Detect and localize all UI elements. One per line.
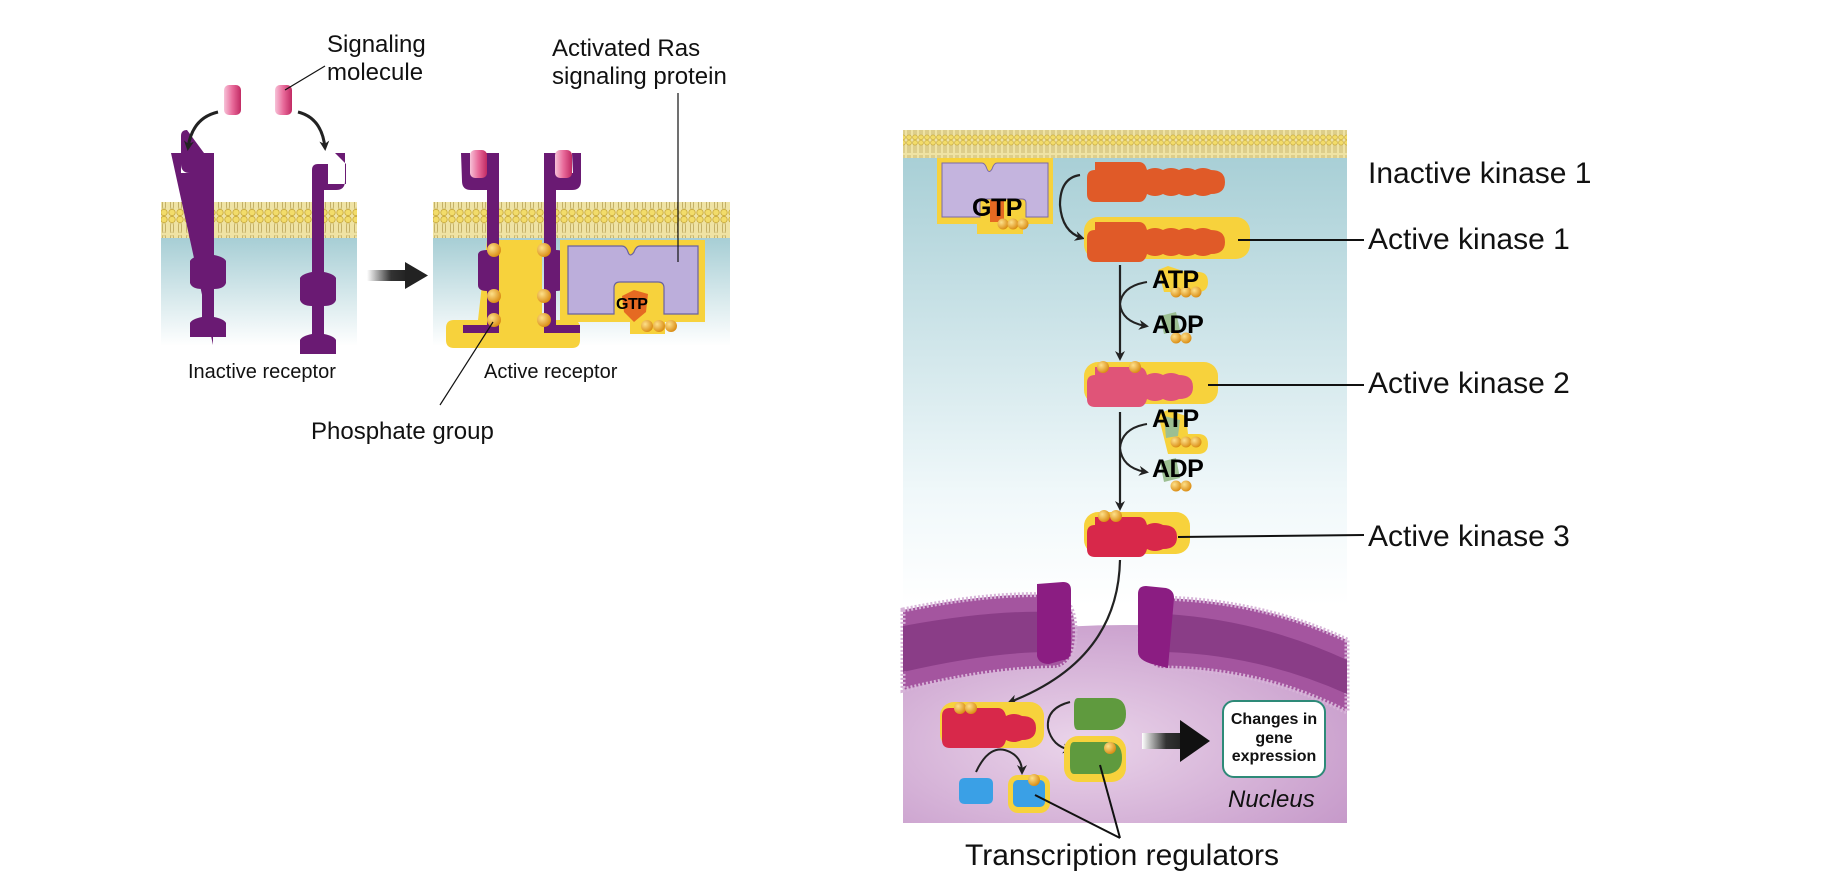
signaling-molecule-label-line: Signaling [327,31,426,58]
transcription-regulator-inactive [1074,698,1126,730]
binding-arrow [297,110,330,151]
gtp-label: GTP [972,194,1022,222]
import-arrow [1007,559,1122,705]
atp-conversion-arrow [1118,423,1149,476]
phosphate-group-label: Phosphate group [311,418,494,445]
adp-label: ADP [1152,311,1204,339]
binding-arrow [183,110,219,151]
kinase-cascade-panel [903,130,1365,606]
plasma-membrane [903,130,1347,158]
phosphate-leader [439,321,494,406]
signaling-molecule-leader [284,65,326,91]
ras-label-line: signaling protein [552,62,727,90]
atp-core [1164,416,1180,438]
phosphate [1028,774,1040,786]
phosphorylation-arrow [1046,701,1073,754]
receptor-monomer [300,153,346,354]
atp-label: ATP [1152,266,1199,294]
ras-protein [941,162,1049,218]
nuclear-lumen [903,611,1060,672]
gtp-molecule [622,290,648,322]
active-receptor-label: Active receptor [484,361,618,383]
active-kinase-1-label: Active kinase 1 [1368,223,1570,256]
atp-molecule [1158,266,1208,292]
diagram-canvas [161,65,1365,839]
activation-arrow [1058,173,1085,241]
receptor-monomer [171,130,226,345]
nuclear-pore-complex [1037,582,1071,664]
phosphate [1110,510,1122,522]
gtp-label: GTP [616,296,648,313]
gtp-phosphates [997,218,1029,230]
nuclear-pore-complex [1138,586,1174,668]
active-kinase-1 [1087,222,1225,262]
ras-label-line: Activated Ras [552,35,701,62]
active-kinase-2 [1087,367,1193,407]
active-kinase-2-label: Active kinase 2 [1368,367,1570,400]
gtp-molecule [990,200,1004,222]
atp-phosphates [1170,436,1202,448]
gtp-phosphates [641,320,677,332]
active-kinase-3 [1087,517,1177,557]
phosphate [1098,510,1110,522]
adp-phosphates [1170,332,1192,344]
atp-label: ATP [1152,405,1199,433]
atp-phosphates [1170,286,1202,298]
signaling-molecule-label: Signaling molecule [327,31,426,86]
transcription-regulators-label: Transcription regulators [965,839,1280,872]
active-receptor-panel [433,93,730,406]
signaling-molecule [275,85,292,115]
kinase-3-leader [1177,534,1365,538]
phosphorylation-arrow [975,748,1027,775]
nucleus-label: Nucleus [1228,786,1315,813]
regulator-leader [1099,764,1121,839]
gene-expression-label: Changes in gene expression [1230,711,1318,766]
gene-expression-box: Changes in gene expression [1222,700,1326,778]
active-kinase-3-label: Active kinase 3 [1368,520,1570,553]
receptor-dimer [461,153,581,333]
nuclear-active-kinase-3 [942,708,1036,748]
phosphate-groups [487,243,551,327]
adp-molecule [1160,312,1180,334]
signaling-molecule-label-line: molecule [327,58,424,86]
atp-conversion-arrow [1118,281,1149,330]
signaling-molecule [224,85,241,115]
transcription-regulator-active [1013,780,1045,807]
inactive-kinase-1 [1087,162,1225,202]
phosphate [1129,361,1141,373]
nuclear-lumen [1156,614,1347,694]
ras-protein [567,245,699,315]
phosphate [965,702,977,714]
inactive-receptor-panel [161,130,357,354]
transition-arrow [367,262,428,289]
inactive-receptor-label: Inactive receptor [188,361,336,383]
adp-phosphates [1170,480,1192,492]
gene-expression-arrow [1142,720,1210,762]
adp-molecule [1160,458,1180,482]
plasma-membrane [433,202,730,238]
transcription-regulator-inactive [959,778,993,804]
phosphate [1104,742,1116,754]
regulator-leader [1034,794,1121,839]
phosphate [954,702,966,714]
inactive-kinase-1-label: Inactive kinase 1 [1368,157,1592,190]
ras-label: Activated Ras signaling protein [552,35,727,90]
bound-signaling-molecule [555,150,572,178]
phosphate [1097,361,1109,373]
adp-label: ADP [1152,455,1204,483]
bound-signaling-molecule [470,150,487,178]
